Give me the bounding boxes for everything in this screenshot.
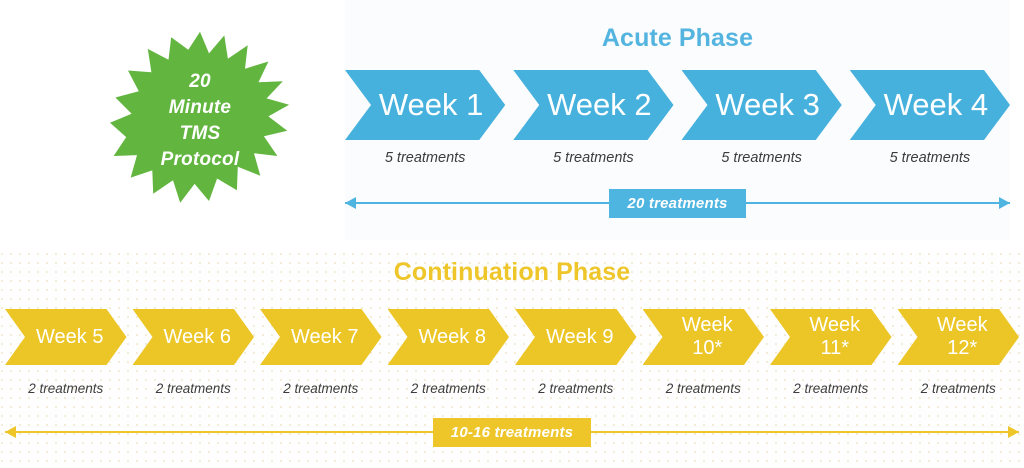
acute-week-label-1: Week 1 [378,87,484,122]
acute-week-chevron-2[interactable]: Week 2 [513,70,673,140]
acute-week-label-3: Week 3 [715,87,820,122]
continuation-week-chevron-2[interactable]: Week 6 [133,309,255,365]
acute-week-caption-4: 5 treatments [889,150,971,166]
continuation-week-chevron-3[interactable]: Week 7 [260,309,382,365]
continuation-week-label-4: Week 8 [418,325,486,348]
acute-week-caption-1: 5 treatments [384,150,466,166]
acute-week-label-2: Week 2 [547,87,652,122]
acute-week-caption-2: 5 treatments [553,150,634,166]
acute-week-chevron-1[interactable]: Week 1 [345,70,505,140]
continuation-week-caption-1: 2 treatments [28,381,104,396]
continuation-week-chevron-6[interactable]: Week 10* [643,309,765,365]
continuation-week-label-2: Week 6 [163,325,231,348]
acute-total-badge: 20 treatments [609,188,746,218]
continuation-week-label-8: Week 12* [936,314,988,359]
continuation-phase-week-chevrons: Week 5 Week 6 Week 7 Week 8 Week 9 Week … [5,309,1019,365]
continuation-measure-line-right [591,426,1019,438]
continuation-week-label-1: Week 5 [36,325,104,348]
continuation-phase-title: Continuation Phase [393,258,631,286]
acute-week-chevron-4[interactable]: Week 4 [850,70,1010,140]
continuation-total-badge: 10-16 treatments [432,417,592,447]
starburst-icon [110,31,290,203]
continuation-week-chevron-4[interactable]: Week 8 [388,309,510,365]
continuation-week-label-7: Week 11* [809,314,861,359]
arrow-right-icon [1008,426,1019,438]
continuation-week-label-6: Week 10* [681,314,733,359]
acute-week-label-4: Week 4 [883,87,989,122]
acute-phase-total-measure: 20 treatments [345,188,1010,218]
acute-phase-title: Acute Phase [601,24,754,52]
continuation-week-chevron-7[interactable]: Week 11* [770,309,892,365]
continuation-week-caption-8: 2 treatments [920,381,996,396]
acute-measure-line-left [345,197,610,209]
continuation-week-caption-3: 2 treatments [283,381,359,396]
protocol-badge: 20 Minute TMS Protocol [110,22,290,218]
acute-phase-week-chevrons: Week 1 Week 2 Week 3 Week 4 [345,70,1010,140]
acute-measure-line-right [745,197,1010,209]
continuation-week-caption-4: 2 treatments [410,381,486,396]
continuation-phase-captions: 2 treatments 2 treatments 2 treatments 2… [5,381,1019,396]
continuation-week-chevron-5[interactable]: Week 9 [515,309,637,365]
acute-week-chevron-3[interactable]: Week 3 [682,70,842,140]
arrow-left-icon [345,197,356,209]
acute-week-caption-3: 5 treatments [721,150,802,166]
arrow-right-icon [999,197,1010,209]
continuation-week-label-3: Week 7 [291,325,359,348]
arrow-left-icon [5,426,16,438]
continuation-measure-line-left [5,426,433,438]
continuation-week-caption-7: 2 treatments [793,381,869,396]
continuation-week-label-5: Week 9 [546,325,614,348]
acute-phase-captions: 5 treatments 5 treatments 5 treatments 5… [345,150,1010,166]
continuation-week-chevron-8[interactable]: Week 12* [898,309,1020,365]
continuation-week-chevron-1[interactable]: Week 5 [5,309,127,365]
continuation-week-caption-6: 2 treatments [665,381,741,396]
continuation-phase-total-measure: 10-16 treatments [5,417,1019,447]
continuation-week-caption-2: 2 treatments [155,381,231,396]
continuation-week-caption-5: 2 treatments [538,381,614,396]
